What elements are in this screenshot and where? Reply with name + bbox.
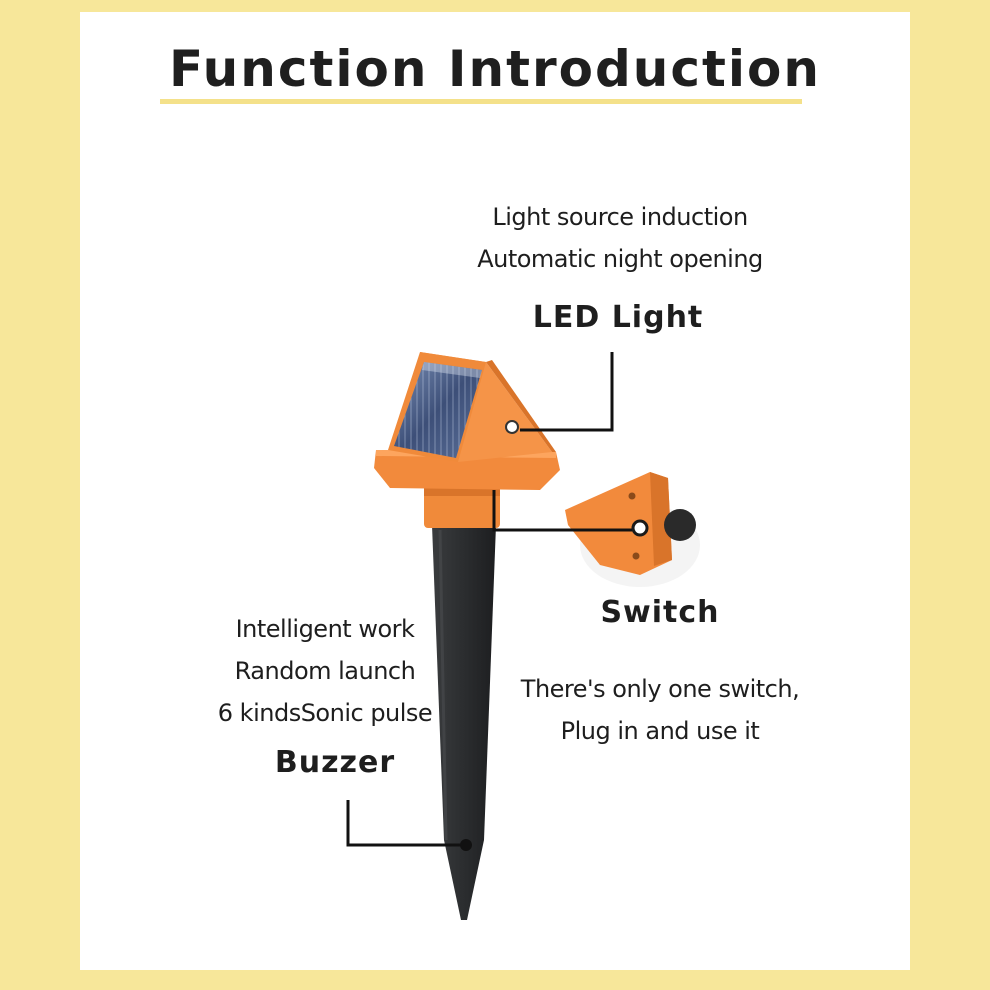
stake bbox=[432, 525, 496, 920]
led-description-line-1: Light source induction bbox=[492, 203, 748, 231]
device-head bbox=[374, 352, 560, 490]
led-description: Light source induction Automatic night o… bbox=[440, 196, 800, 280]
led-callout-line bbox=[520, 352, 614, 432]
switch-button-icon bbox=[631, 519, 649, 537]
buzzer-label: Buzzer bbox=[274, 745, 396, 780]
switch-detail bbox=[565, 472, 700, 587]
buzzer-description: Intelligent work Random launch 6 kindsSo… bbox=[200, 608, 450, 734]
neck-collar bbox=[424, 488, 500, 528]
buzzer-callout-line bbox=[346, 800, 462, 847]
led-light-label: LED Light bbox=[532, 300, 704, 335]
switch-label: Switch bbox=[600, 595, 720, 630]
page-title: Function Introduction bbox=[168, 40, 821, 98]
led-description-line-2: Automatic night opening bbox=[477, 245, 763, 273]
led-indicator-icon bbox=[505, 420, 519, 434]
switch-description: There's only one switch, Plug in and use… bbox=[500, 668, 820, 752]
buzzer-point-icon bbox=[460, 839, 472, 851]
buzzer-description-line-3: 6 kindsSonic pulse bbox=[217, 699, 433, 727]
solar-panel-icon bbox=[394, 362, 482, 458]
title-underline bbox=[160, 99, 802, 104]
switch-callout-line bbox=[492, 490, 632, 532]
callout-lines bbox=[346, 352, 632, 847]
buzzer-description-line-1: Intelligent work bbox=[235, 615, 415, 643]
switch-description-line-1: There's only one switch, bbox=[520, 675, 800, 703]
switch-description-line-2: Plug in and use it bbox=[560, 717, 760, 745]
buzzer-description-line-2: Random launch bbox=[234, 657, 416, 685]
